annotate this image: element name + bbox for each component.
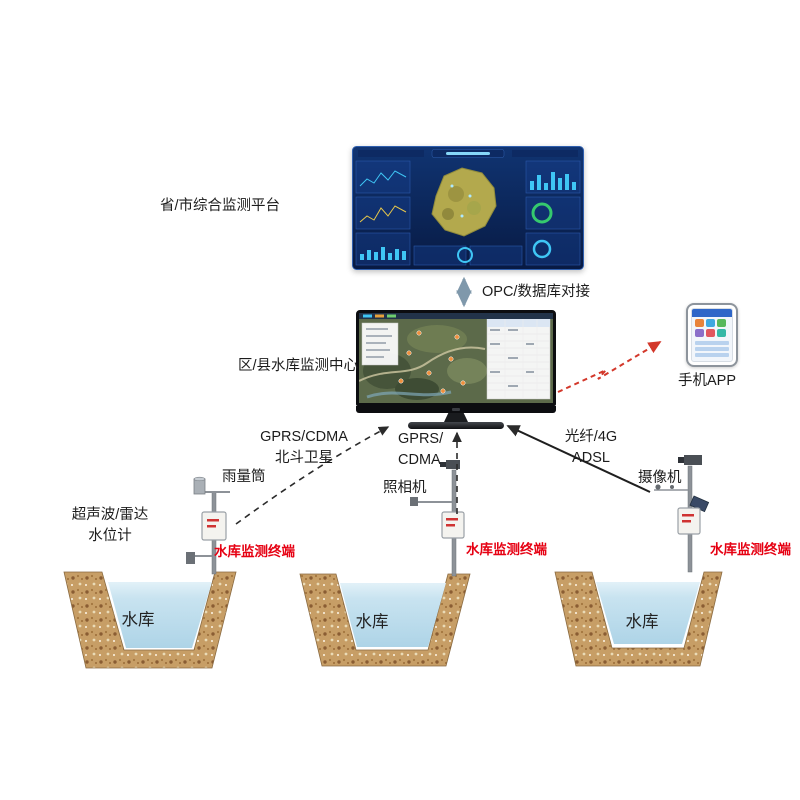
rain-gauge-label: 雨量筒 (222, 469, 266, 485)
monitoring-center-label: 区/县水库监测中心 (238, 358, 359, 374)
phone-app-header (692, 309, 732, 317)
phone-app-icons (692, 317, 732, 339)
middle-uplink-line1: GPRS/ (398, 431, 444, 447)
right-uplink-line1: 光纤/4G (564, 429, 618, 445)
gis-map-graphic (359, 313, 553, 403)
monitor-logo (452, 408, 460, 411)
station-markers (398, 330, 466, 394)
terminal-label-right: 水库监测终端 (710, 542, 791, 557)
station-right-equipment (654, 455, 710, 573)
terminal-label-left: 水库监测终端 (214, 544, 295, 559)
right-uplink-line2: ADSL (572, 450, 610, 466)
phone-screen (691, 308, 733, 362)
middle-uplink-label: GPRS/ CDMA (398, 429, 443, 471)
reservoir-basin-right (554, 571, 723, 667)
monitoring-center-monitor (356, 310, 556, 429)
water-level-gauge-label: 超声波/雷达 水位计 (62, 505, 158, 547)
water-level-line1: 超声波/雷达 (71, 507, 149, 523)
left-uplink-arrow (235, 426, 390, 525)
monitor-stand-neck (444, 413, 468, 422)
ultrasonic-sensor (186, 552, 195, 564)
gauge-ring-green (531, 202, 553, 224)
phone-data-row (695, 341, 729, 345)
reservoir-label-left: 水库 (121, 611, 155, 629)
middle-uplink-line2: CDMA (398, 452, 441, 468)
dashboard-graphic (352, 146, 584, 270)
monitor-bezel (356, 406, 556, 413)
gauge-ring-cyan (532, 239, 552, 259)
photo-camera-label: 照相机 (383, 480, 427, 496)
left-uplink-label: GPRS/CDMA 北斗卫星 (256, 427, 352, 469)
data-table-panel (486, 318, 551, 400)
mobile-phone (686, 303, 738, 367)
reservoir-label-right: 水库 (625, 613, 659, 631)
phone-data-row (695, 347, 729, 351)
rain-gauge-cylinder (193, 478, 206, 495)
right-uplink-arrow (506, 425, 651, 493)
monitor-screen (356, 310, 556, 406)
reservoir-label-middle: 水库 (355, 613, 389, 631)
platform-label: 省/市综合监测平台 (160, 198, 281, 214)
terminal-label-middle: 水库监测终端 (466, 542, 547, 557)
left-uplink-line1: GPRS/CDMA (260, 429, 348, 445)
right-uplink-label: 光纤/4G ADSL (556, 427, 626, 469)
left-uplink-line2: 北斗卫星 (275, 450, 333, 466)
opc-link-label: OPC/数据库对接 (482, 284, 590, 300)
station-left-equipment (186, 476, 230, 575)
video-camera-label: 摄像机 (638, 470, 682, 486)
provincial-platform-screen (352, 146, 584, 270)
photo-camera-body (446, 460, 460, 469)
water-level-line2: 水位计 (88, 528, 132, 544)
phone-data-row (695, 353, 729, 357)
reservoir-basin-middle (299, 573, 471, 667)
mobile-app-label: 手机APP (677, 373, 736, 389)
video-camera-body (684, 455, 702, 465)
monitor-stand-base (408, 422, 504, 429)
station-middle-equipment (410, 460, 465, 577)
wireless-app-link-arrow (557, 341, 662, 393)
